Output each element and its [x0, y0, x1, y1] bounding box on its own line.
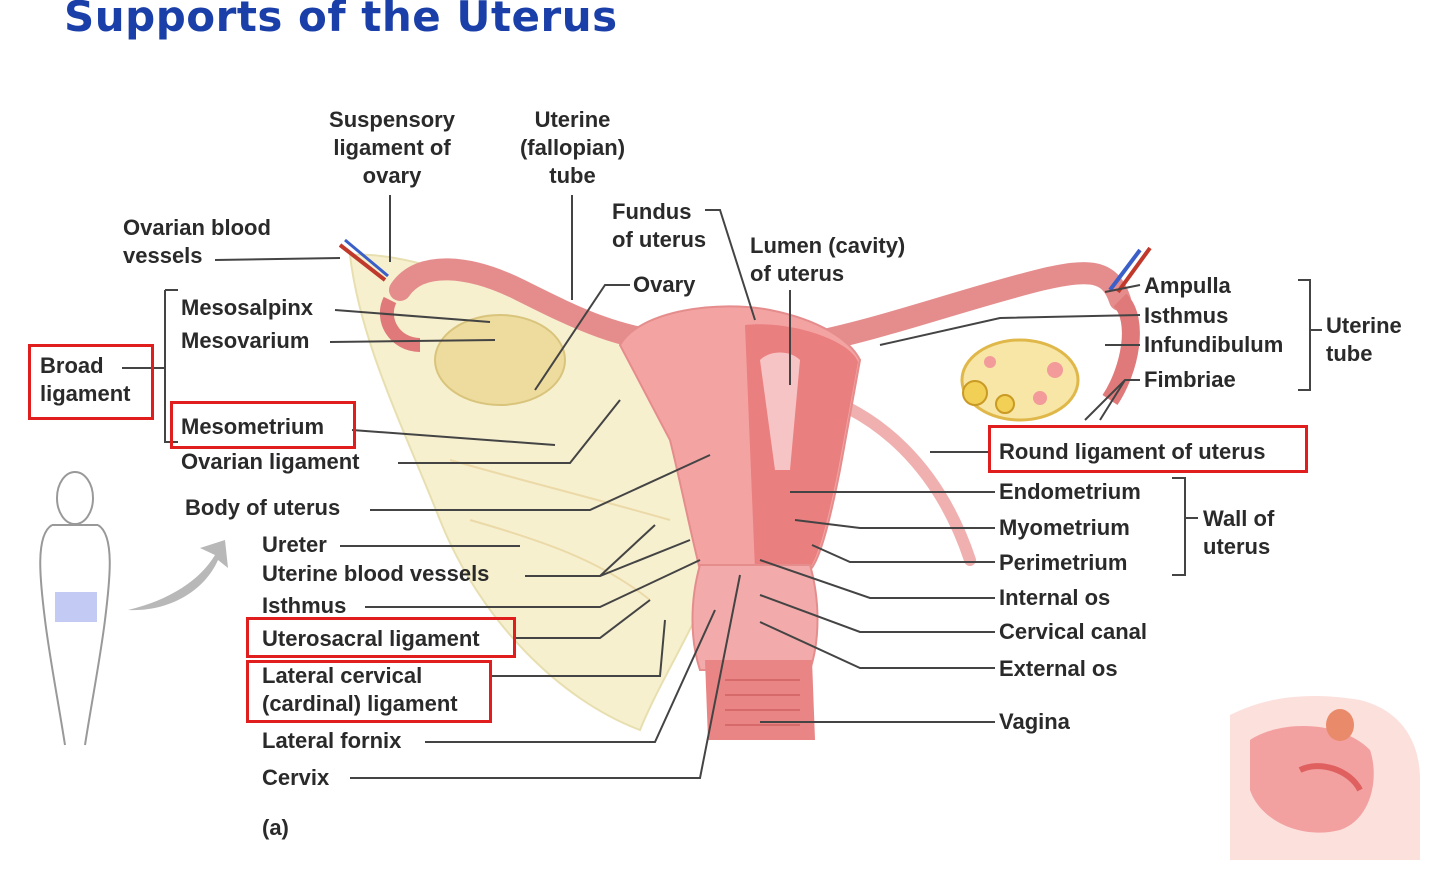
- leader-lines: [122, 195, 1322, 779]
- zoom-arrow: [128, 540, 228, 611]
- label-external-os: External os: [999, 656, 1118, 681]
- body-silhouette: [39, 471, 111, 746]
- label-suspensory-ligament: Suspensory ligament of ovary: [329, 107, 455, 188]
- label-perimetrium: Perimetrium: [999, 550, 1128, 575]
- broad-ligament-highlight: [28, 344, 154, 420]
- label-ureter: Ureter: [262, 532, 327, 557]
- label-lumen: Lumen (cavity) of uterus: [750, 233, 906, 286]
- label-cervical-canal: Cervical canal: [999, 619, 1147, 644]
- left-ovary: [434, 314, 566, 406]
- label-mesovarium: Mesovarium: [181, 328, 310, 353]
- page-title: Supports of the Uterus: [64, 0, 618, 41]
- label-lateral-fornix: Lateral fornix: [262, 728, 402, 753]
- label-myometrium: Myometrium: [999, 515, 1130, 540]
- uterosacral-highlight: [246, 617, 516, 658]
- label-endometrium: Endometrium: [999, 479, 1141, 504]
- label-infundibulum: Infundibulum: [1144, 332, 1284, 357]
- label-round-ligament: Round ligament of uterus: [999, 439, 1266, 464]
- label-isthmus-right: Isthmus: [1144, 303, 1229, 328]
- label-body-of-uterus: Body of uterus: [185, 495, 341, 520]
- label-lateral-cervical-ligament: Lateral cervical (cardinal) ligament: [262, 663, 458, 716]
- label-fimbriae: Fimbriae: [1144, 367, 1236, 392]
- label-uterine-fallopian-tube: Uterine (fallopian) tube: [519, 107, 626, 188]
- label-ovary: Ovary: [633, 272, 696, 297]
- label-mesosalpinx: Mesosalpinx: [181, 295, 314, 320]
- panel-label: (a): [262, 815, 289, 840]
- label-isthmus-left: Isthmus: [262, 593, 347, 618]
- label-cervix: Cervix: [262, 765, 330, 790]
- label-ampulla: Ampulla: [1144, 273, 1231, 298]
- label-vagina: Vagina: [999, 709, 1070, 734]
- label-uterine-blood-vessels: Uterine blood vessels: [262, 561, 490, 586]
- right-ovary: [960, 338, 1080, 422]
- label-internal-os: Internal os: [999, 585, 1111, 610]
- label-wall-of-uterus: Wall of uterus: [1203, 506, 1275, 559]
- label-fundus: Fundus of uterus: [612, 199, 707, 252]
- sagittal-inset: [1230, 695, 1420, 860]
- round-ligament-highlight: [988, 425, 1308, 473]
- label-ovarian-blood-vessels: Ovarian blood vessels: [123, 215, 271, 268]
- right-uterine-tube: [789, 262, 1131, 356]
- label-ovarian-ligament: Ovarian ligament: [181, 449, 360, 474]
- mesometrium-highlight: [170, 401, 356, 449]
- lateral-cervical-highlight: [246, 660, 492, 723]
- label-broad-ligament: Broad ligament: [40, 353, 131, 406]
- label-mesometrium: Mesometrium: [181, 414, 325, 439]
- label-uterine-tube: Uterine tube: [1326, 313, 1402, 366]
- label-uterosacral-ligament: Uterosacral ligament: [262, 626, 480, 651]
